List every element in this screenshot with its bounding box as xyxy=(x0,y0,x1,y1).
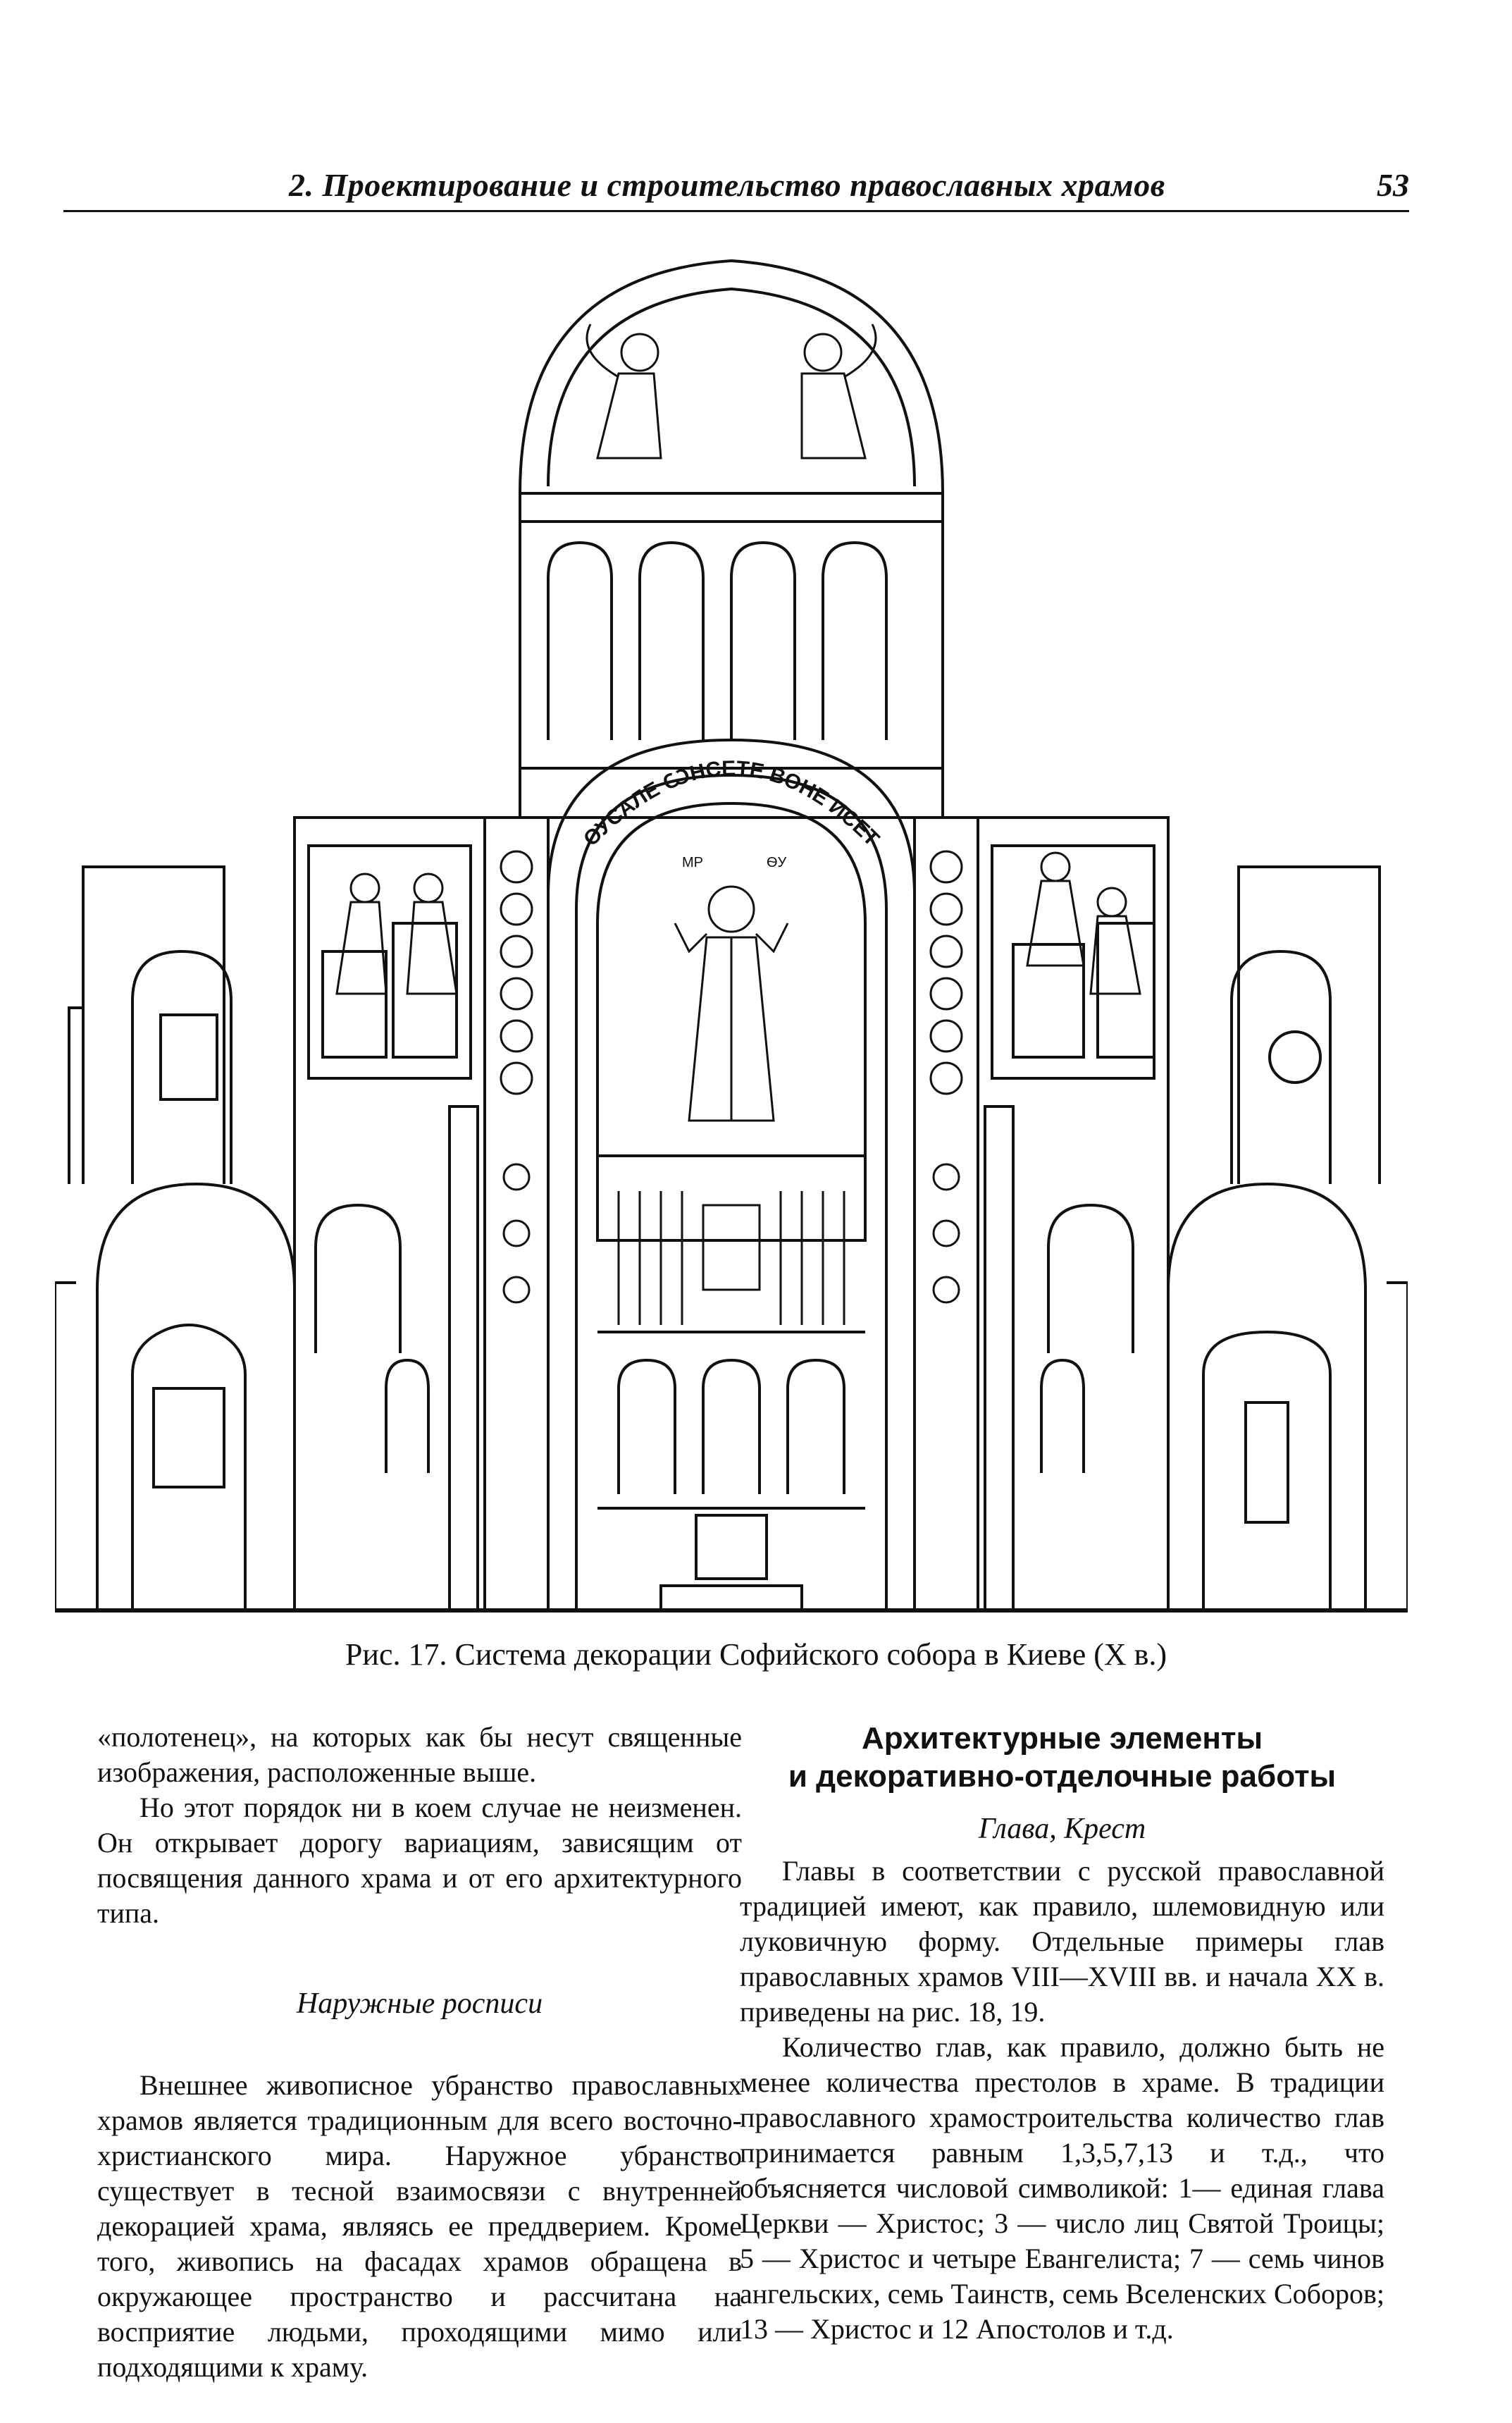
paragraph: «полотенец», на которых как бы несут свя… xyxy=(97,1721,742,1788)
paragraph: Внешнее живописное убранство православны… xyxy=(97,2069,742,2383)
running-header: 2. Проектирование и строительство правос… xyxy=(63,161,1409,212)
icon-label-left: МР xyxy=(682,855,703,870)
paragraph: Главы в соответствии с русской православ… xyxy=(740,1855,1384,2028)
dome-inscription: ОУСАЛЕ ѠНСЕТЕ ВОНЕ ИСЕТ xyxy=(579,757,884,851)
section-title: Наружные росписи xyxy=(296,1987,543,2020)
paragraph: Количество глав, как правило, должно быт… xyxy=(740,2031,1384,2345)
paragraph: Но этот порядок ни в коем случае не неиз… xyxy=(97,1792,742,1929)
page-number: 53 xyxy=(1377,167,1409,203)
svg-text:ОУСАЛЕ ѠНСЕТЕ ВОНЕ ИСЕТ: ОУСАЛЕ ѠНСЕТЕ ВОНЕ ИСЕТ xyxy=(579,757,884,851)
subsection-title: Глава, Крест xyxy=(978,1813,1146,1845)
left-column: «полотенец», на которых как бы несут свя… xyxy=(97,1720,742,2385)
section-heading-line1: Архитектурные элементы xyxy=(861,1721,1263,1756)
running-title: 2. Проектирование и строительство правос… xyxy=(289,167,1165,203)
figure-caption: Рис. 17. Система декорации Софийского со… xyxy=(345,1637,1167,1672)
icon-label-right: ѲУ xyxy=(767,855,787,870)
section-heading-line2: и декоративно-отделочные работы xyxy=(788,1759,1337,1794)
cathedral-section-drawing: ОУСАЛЕ ѠНСЕТЕ ВОНЕ ИСЕТ МР ѲУ xyxy=(54,247,1409,1628)
right-column: Архитектурные элементы и декоративно-отд… xyxy=(740,1720,1384,2347)
